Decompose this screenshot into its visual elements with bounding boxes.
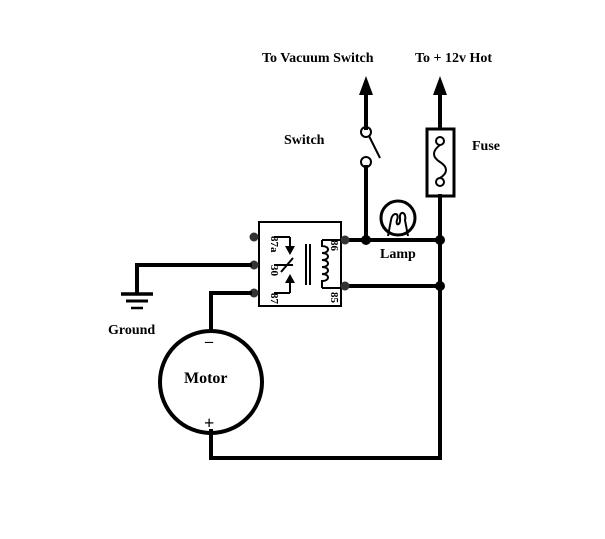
relay: 87a 30 87 86 85 <box>249 221 350 307</box>
vacuum-switch-label: To Vacuum Switch <box>262 51 374 66</box>
motor-plus-label: + <box>204 413 214 433</box>
pin-87a-label: 87a <box>268 236 280 253</box>
ground-wire <box>121 263 252 310</box>
switch-label: Switch <box>284 133 325 148</box>
junction <box>361 235 371 245</box>
hot-lead <box>433 76 447 132</box>
motor-minus-label: – <box>204 333 214 350</box>
switch <box>360 135 381 242</box>
hot-label: To + 12v Hot <box>415 51 492 66</box>
fuse-label: Fuse <box>472 139 500 154</box>
lamp-label: Lamp <box>380 247 416 262</box>
motor <box>158 329 264 460</box>
fuse <box>425 127 456 460</box>
pin-30-label: 30 <box>268 265 280 277</box>
pin-85-label: 85 <box>328 292 340 304</box>
vacuum-switch-lead <box>359 76 373 138</box>
ground-label: Ground <box>108 323 155 338</box>
junction <box>435 235 445 245</box>
motor-neg-wire <box>209 291 252 335</box>
pin-86-label: 86 <box>328 240 340 252</box>
motor-label: Motor <box>184 370 228 387</box>
lamp <box>379 199 417 237</box>
pin-87-label: 87 <box>268 293 280 305</box>
junction <box>435 281 445 291</box>
